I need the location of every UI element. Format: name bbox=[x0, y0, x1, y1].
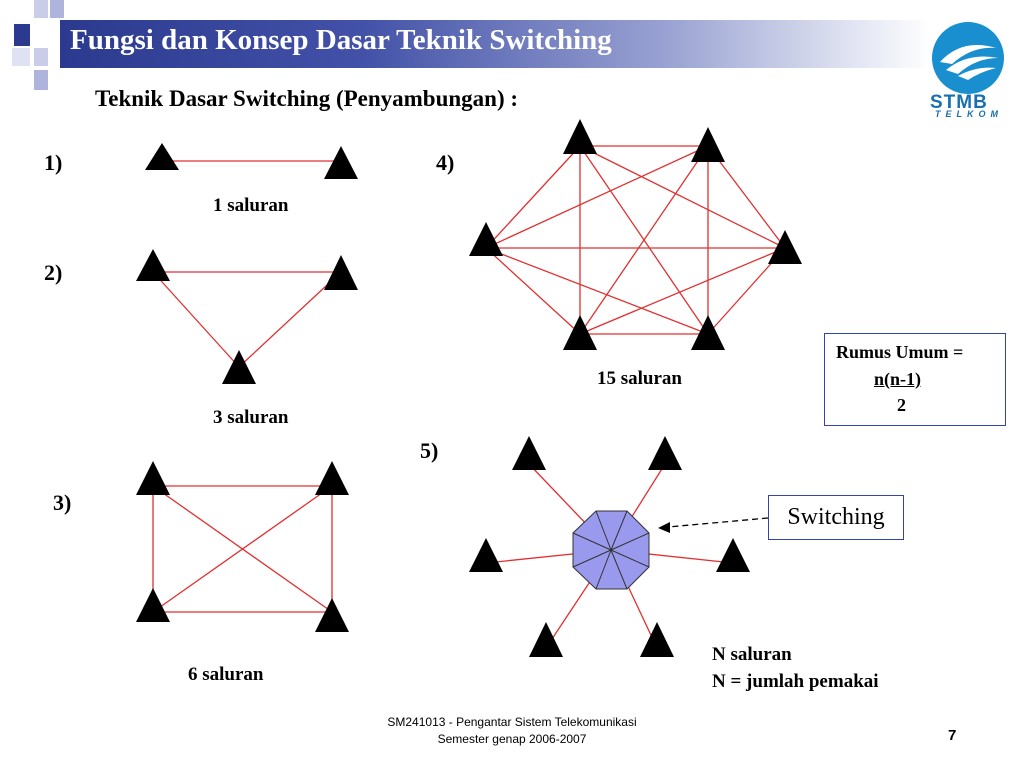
node-icon bbox=[768, 230, 802, 264]
node-icon bbox=[324, 255, 358, 290]
node-icon bbox=[222, 350, 256, 384]
links-diagram-3 bbox=[152, 485, 333, 613]
footer-line-2: Semester genap 2006-2007 bbox=[437, 732, 587, 746]
logo-name: STMB bbox=[930, 92, 988, 113]
formula-box bbox=[824, 333, 1006, 426]
node-icon bbox=[563, 315, 597, 350]
node-icon bbox=[315, 598, 349, 632]
links-diagram-4 bbox=[485, 145, 786, 335]
diagram-2-label: 2) bbox=[44, 260, 63, 285]
stmb-logo-icon bbox=[932, 22, 1004, 94]
node-icon bbox=[640, 622, 674, 657]
node-icon bbox=[529, 622, 563, 657]
deco-square bbox=[14, 24, 30, 46]
diagram-5-label: 5) bbox=[420, 438, 439, 463]
node-icon bbox=[136, 249, 170, 281]
switch-node-icon bbox=[572, 510, 650, 590]
diagram-3-caption: 6 saluran bbox=[188, 664, 264, 685]
deco-square bbox=[34, 0, 48, 18]
node-icon bbox=[691, 127, 725, 162]
diagram-1-caption: 1 saluran bbox=[213, 195, 289, 216]
deco-square bbox=[34, 48, 48, 66]
links-diagram-2 bbox=[152, 271, 342, 368]
node-icon bbox=[145, 143, 179, 170]
node-icon bbox=[512, 436, 546, 470]
diagram-4-label: 4) bbox=[436, 150, 455, 175]
node-icon bbox=[324, 146, 358, 179]
node-icon bbox=[136, 461, 170, 495]
diagram-3-label: 3) bbox=[53, 490, 72, 515]
switch-pointer-arrow bbox=[658, 517, 769, 533]
formula-denominator: 2 bbox=[897, 395, 906, 415]
node-icon bbox=[563, 119, 597, 154]
deco-square bbox=[50, 0, 64, 18]
node-icon bbox=[315, 461, 349, 495]
footer: SM241013 - Pengantar Sistem Telekomunika… bbox=[300, 714, 724, 748]
node-icon bbox=[136, 588, 170, 622]
logo-sub: TELKOM bbox=[935, 109, 1003, 119]
slide-title: Fungsi dan Konsep Dasar Teknik Switching bbox=[70, 24, 612, 56]
diagram-5-caption-1: N saluran bbox=[712, 644, 792, 665]
diagram-5-caption-2: N = jumlah pemakai bbox=[712, 671, 879, 692]
diagram-2-caption: 3 saluran bbox=[213, 407, 289, 428]
deco-square bbox=[34, 70, 48, 90]
node-icon bbox=[716, 538, 750, 572]
formula-numerator: n(n-1) bbox=[874, 369, 922, 389]
subtitle: Teknik Dasar Switching (Penyambungan) : bbox=[95, 86, 519, 111]
title-bar bbox=[60, 20, 930, 68]
deco-square bbox=[12, 48, 30, 66]
node-icon bbox=[469, 222, 503, 256]
diagram-4-caption: 15 saluran bbox=[597, 368, 682, 389]
switching-label: Switching bbox=[768, 495, 904, 540]
nodes bbox=[136, 119, 802, 657]
diagram-1-label: 1) bbox=[44, 150, 63, 175]
node-icon bbox=[648, 436, 682, 470]
node-icon bbox=[469, 538, 503, 572]
page-number: 7 bbox=[948, 727, 957, 744]
footer-line-1: SM241013 - Pengantar Sistem Telekomunika… bbox=[387, 715, 637, 729]
formula-heading: Rumus Umum = bbox=[836, 342, 964, 362]
node-icon bbox=[691, 315, 725, 350]
